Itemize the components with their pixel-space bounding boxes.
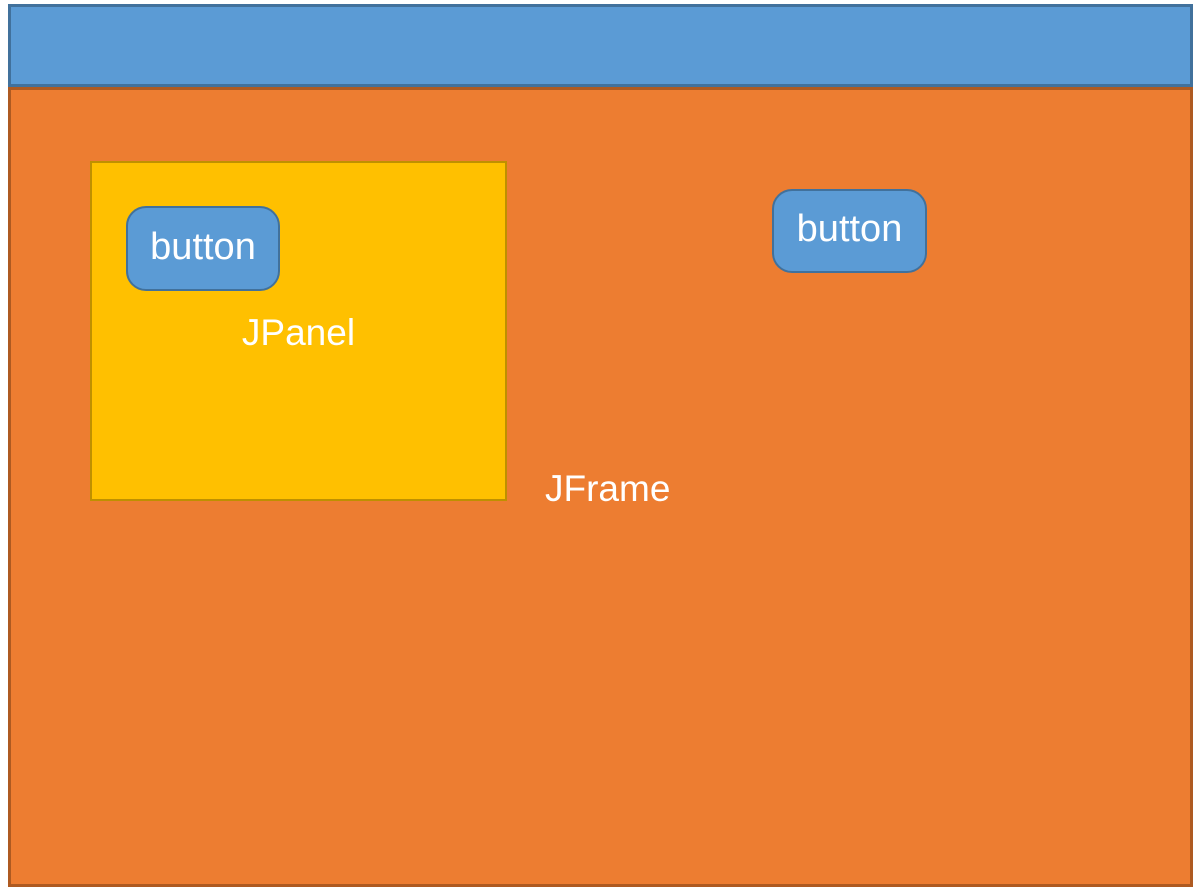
jpanel-label: JPanel (241, 312, 356, 353)
jframe-titlebar (8, 4, 1193, 87)
jframe-label: JFrame (545, 468, 671, 509)
jpanel-button[interactable]: button (126, 206, 280, 291)
jframe-button[interactable]: button (772, 189, 927, 273)
